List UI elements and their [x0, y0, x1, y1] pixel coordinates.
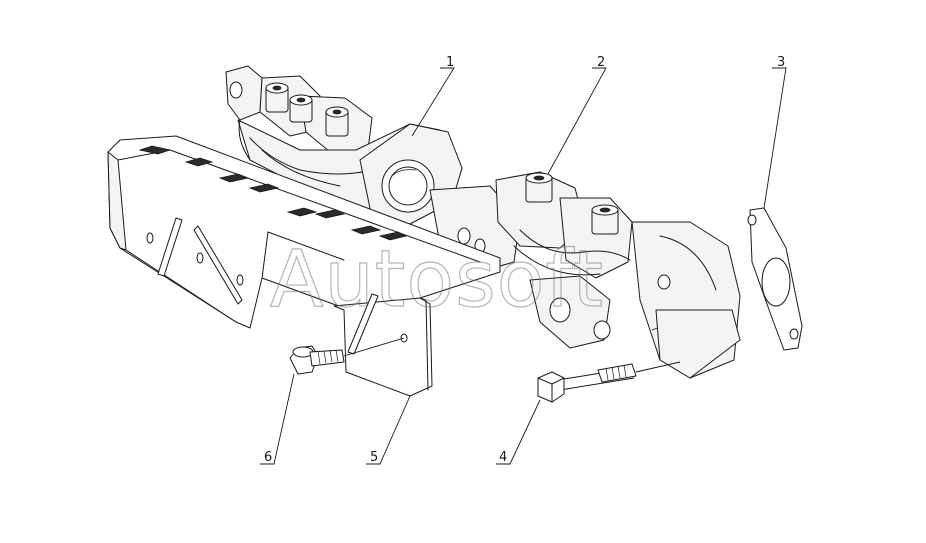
callout-3: 3: [777, 55, 785, 70]
manifold-front-section: [495, 171, 741, 379]
gasket: [747, 207, 803, 351]
callout-4: 4: [499, 450, 507, 465]
long-bolt: [537, 361, 681, 403]
watermark: Autosoft: [270, 235, 604, 325]
callout-6: 6: [264, 450, 272, 465]
heat-shield-plate: [107, 135, 501, 397]
flange-bolt: [289, 337, 405, 375]
manifold-rear-section: [225, 65, 521, 271]
callout-5: 5: [370, 450, 378, 465]
callout-leaders: [260, 67, 787, 465]
callout-1: 1: [446, 55, 454, 70]
callout-2: 2: [597, 55, 605, 70]
